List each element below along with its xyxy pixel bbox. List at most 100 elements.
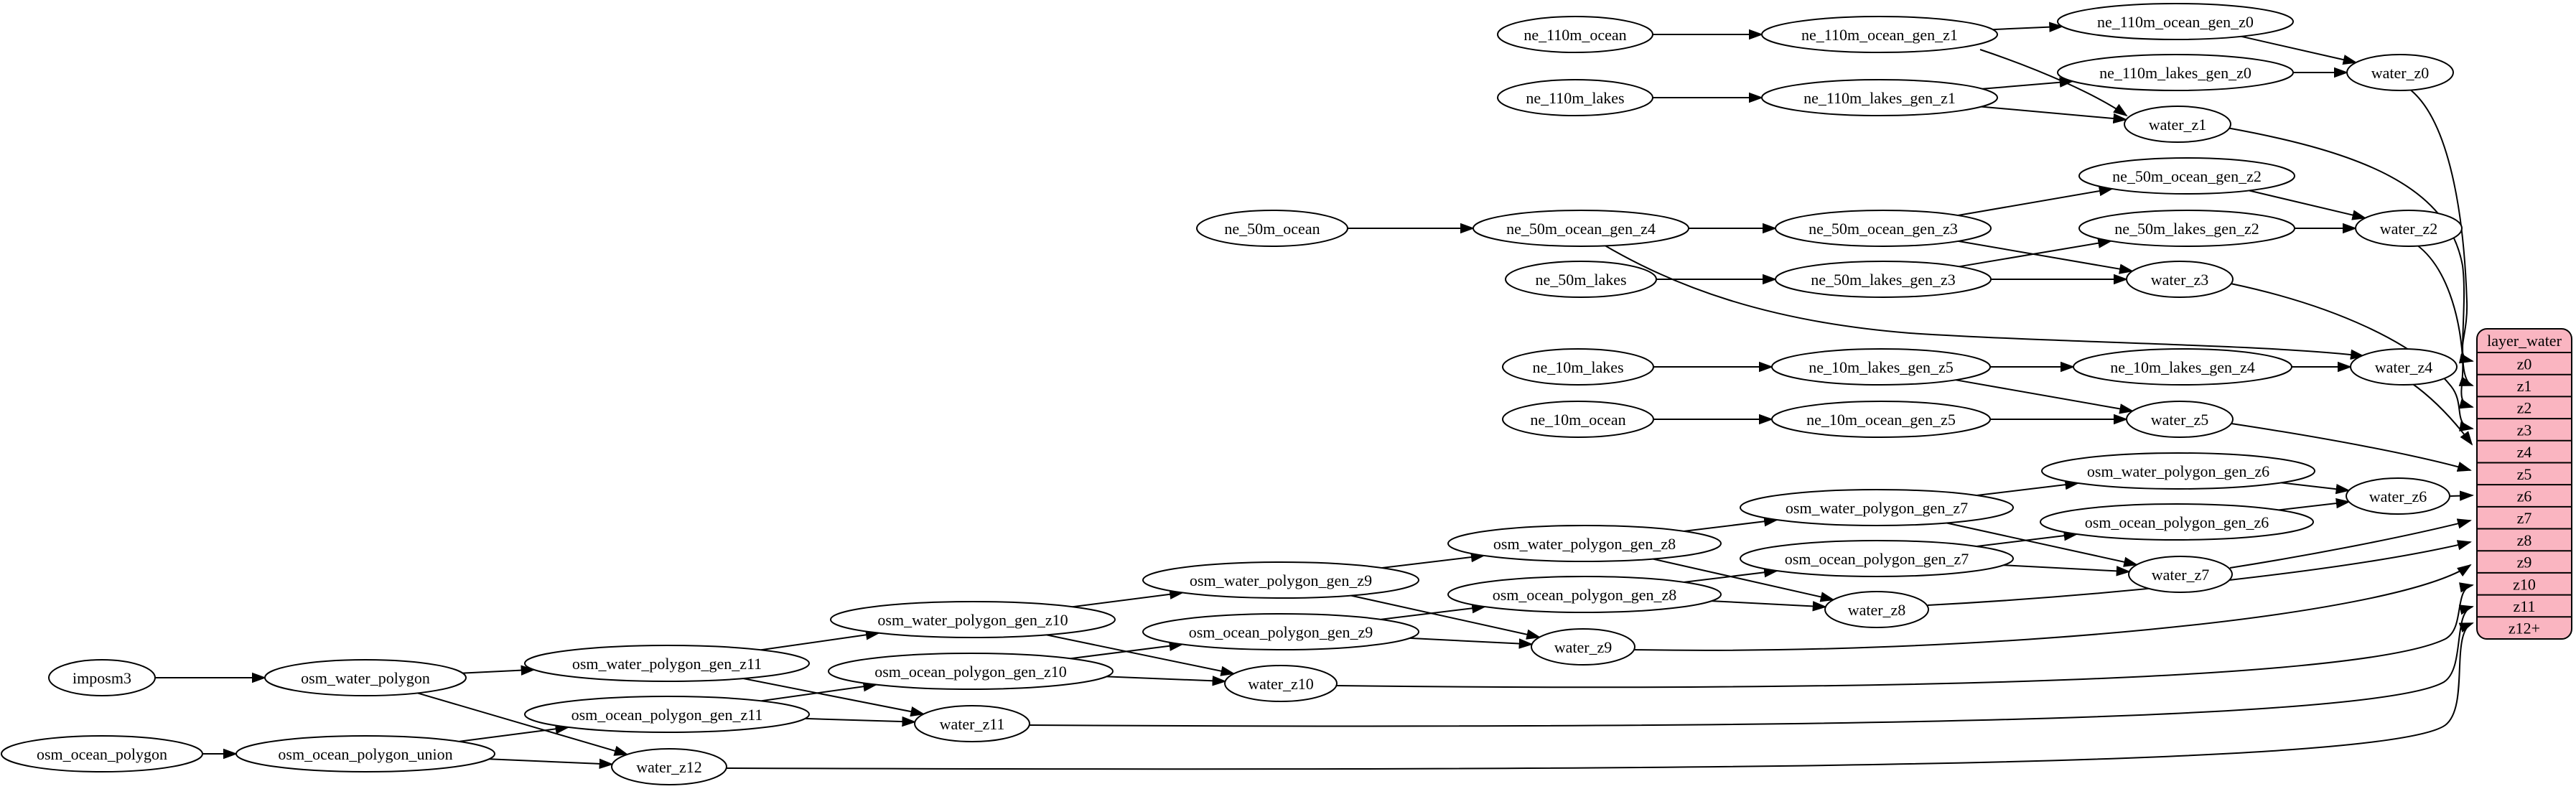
edge-osm_water_polygon-to-water_z12: [417, 692, 629, 756]
node-label-osm_ocean_polygon_union: osm_ocean_polygon_union: [278, 745, 452, 763]
table-row-z8: z8: [2517, 531, 2532, 549]
node-label-water_z9: water_z9: [1554, 638, 1613, 656]
edge-osm_ocean_polygon_gen_z10-to-water_z10: [1106, 676, 1227, 686]
graph-node-water_z1: water_z1: [2124, 106, 2231, 143]
edge-osm_ocean_polygon_gen_z8-to-water_z8: [1711, 600, 1827, 612]
node-label-osm_ocean_polygon_gen_z6: osm_ocean_polygon_gen_z6: [2085, 513, 2269, 531]
edge-osm_water_polygon-to-osm_water_polygon_gen_z11: [462, 665, 536, 676]
table-row-z6: z6: [2517, 487, 2532, 505]
node-shape-osm_water_polygon_gen_z11: [524, 645, 810, 682]
graph-node-osm_ocean_polygon_gen_z9: osm_ocean_polygon_gen_z9: [1142, 613, 1419, 650]
node-shape-water_z4: [2350, 348, 2458, 386]
node-label-ne_50m_ocean: ne_50m_ocean: [1224, 220, 1320, 238]
node-shape-ne_50m_lakes_gen_z3: [1775, 261, 1992, 298]
graph-node-water_z10: water_z10: [1224, 665, 1338, 702]
node-label-osm_ocean_polygon_gen_z9: osm_ocean_polygon_gen_z9: [1189, 623, 1373, 641]
edge-water_z5-to-row-z5: [2231, 423, 2472, 472]
node-label-ne_50m_lakes: ne_50m_lakes: [1535, 271, 1626, 289]
graph-node-osm_water_polygon_gen_z7: osm_water_polygon_gen_z7: [1740, 489, 2014, 526]
node-label-water_z8: water_z8: [1848, 601, 1906, 619]
node-label-water_z10: water_z10: [1248, 675, 1314, 693]
node-label-water_z4: water_z4: [2375, 358, 2433, 376]
node-label-osm_ocean_polygon: osm_ocean_polygon: [37, 745, 167, 763]
node-label-osm_water_polygon_gen_z8: osm_water_polygon_gen_z8: [1493, 535, 1676, 553]
node-shape-water_z1: [2124, 106, 2231, 143]
node-label-imposm3: imposm3: [73, 669, 131, 687]
node-label-ne_110m_lakes_gen_z1: ne_110m_lakes_gen_z1: [1803, 89, 1956, 107]
node-shape-osm_water_polygon_gen_z6: [2041, 452, 2315, 490]
node-label-water_z7: water_z7: [2152, 566, 2210, 584]
node-shape-ne_110m_ocean_gen_z0: [2057, 3, 2294, 40]
node-shape-osm_water_polygon_gen_z10: [830, 601, 1116, 638]
node-shape-ne_50m_ocean_gen_z4: [1473, 210, 1689, 247]
node-shape-ne_50m_ocean_gen_z2: [2078, 157, 2295, 195]
node-shape-osm_ocean_polygon_gen_z10: [828, 653, 1114, 690]
edges-layer: [155, 22, 2474, 770]
node-shape-water_z8: [1824, 591, 1929, 628]
node-label-ne_110m_lakes_gen_z0: ne_110m_lakes_gen_z0: [2099, 64, 2251, 82]
node-label-water_z2: water_z2: [2380, 220, 2438, 238]
node-label-osm_water_polygon_gen_z10: osm_water_polygon_gen_z10: [877, 611, 1068, 629]
node-label-water_z12: water_z12: [636, 758, 702, 776]
graph-node-ne_10m_lakes_gen_z4: ne_10m_lakes_gen_z4: [2073, 348, 2292, 386]
graph-node-osm_water_polygon: osm_water_polygon: [264, 659, 467, 696]
edge-osm_ocean_polygon_gen_z11-to-water_z11: [805, 716, 917, 727]
edge-water_z4-to-row-z4: [2410, 382, 2473, 446]
edge-osm_ocean_polygon_gen_z9-to-osm_ocean_polygon_gen_z8: [1381, 603, 1487, 620]
edge-ne_50m_ocean_gen_z4-to-water_z4: [1602, 243, 2365, 360]
table-row-z11: z11: [2514, 597, 2536, 615]
graph-node-water_z2: water_z2: [2355, 210, 2463, 247]
table-row-z9: z9: [2517, 554, 2532, 571]
node-label-ne_10m_ocean: ne_10m_ocean: [1530, 411, 1625, 429]
node-label-osm_ocean_polygon_gen_z11: osm_ocean_polygon_gen_z11: [571, 706, 763, 724]
node-shape-ne_110m_lakes_gen_z0: [2057, 54, 2294, 91]
node-shape-osm_ocean_polygon_gen_z9: [1142, 613, 1419, 650]
node-shape-water_z3: [2126, 261, 2234, 298]
node-label-ne_10m_ocean_gen_z5: ne_10m_ocean_gen_z5: [1806, 411, 1956, 429]
graph-node-ne_10m_ocean: ne_10m_ocean: [1502, 401, 1654, 438]
graph-node-ne_110m_ocean: ne_110m_ocean: [1497, 16, 1653, 53]
node-shape-water_z6: [2346, 477, 2450, 515]
graph-node-osm_water_polygon_gen_z11: osm_water_polygon_gen_z11: [524, 645, 810, 682]
edge-osm_ocean_polygon_gen_z6-to-water_z6: [2278, 498, 2351, 511]
node-label-osm_water_polygon_gen_z7: osm_water_polygon_gen_z7: [1786, 499, 1968, 517]
edge-osm_ocean_polygon_union-to-osm_ocean_polygon_gen_z11: [459, 724, 570, 742]
graph-node-ne_10m_lakes: ne_10m_lakes: [1502, 348, 1654, 386]
graph-node-ne_110m_ocean_gen_z1: ne_110m_ocean_gen_z1: [1761, 16, 1998, 53]
node-shape-water_z2: [2355, 210, 2463, 247]
node-label-ne_10m_lakes_gen_z4: ne_10m_lakes_gen_z4: [2110, 358, 2255, 376]
edge-osm_ocean_polygon_gen_z9-to-water_z9: [1409, 637, 1534, 649]
node-shape-ne_10m_ocean_gen_z5: [1771, 401, 1991, 438]
table-row-z0: z0: [2517, 355, 2532, 373]
edge-ne_110m_ocean_gen_z0-to-water_z0: [2241, 35, 2358, 65]
node-shape-osm_ocean_polygon_gen_z11: [524, 696, 810, 733]
graph-node-osm_ocean_polygon_gen_z6: osm_ocean_polygon_gen_z6: [2040, 503, 2314, 541]
node-shape-osm_ocean_polygon_union: [235, 735, 495, 772]
edge-ne_110m_lakes_gen_z1-to-water_z1: [1981, 106, 2128, 124]
table-row-z2: z2: [2517, 399, 2532, 417]
edge-ne_50m_ocean_gen_z2-to-water_z2: [2249, 190, 2367, 220]
node-label-water_z6: water_z6: [2369, 487, 2427, 505]
node-label-osm_ocean_polygon_gen_z10: osm_ocean_polygon_gen_z10: [874, 663, 1067, 681]
node-label-ne_50m_ocean_gen_z3: ne_50m_ocean_gen_z3: [1809, 220, 1958, 238]
node-shape-water_z12: [611, 748, 727, 785]
edge-water_z6-to-row-z6: [2450, 490, 2474, 501]
edge-osm_water_polygon_gen_z7-to-water_z7: [1946, 522, 2139, 567]
graph-node-osm_ocean_polygon_gen_z7: osm_ocean_polygon_gen_z7: [1740, 540, 2014, 577]
graph-node-ne_50m_ocean_gen_z3: ne_50m_ocean_gen_z3: [1775, 210, 1992, 247]
layer-water-table-box: [2476, 328, 2572, 640]
node-label-osm_water_polygon_gen_z11: osm_water_polygon_gen_z11: [572, 655, 762, 673]
graph-node-water_z5: water_z5: [2126, 401, 2234, 438]
graph-node-water_z12: water_z12: [611, 748, 727, 785]
edge-water_z9-to-row-z9: [1633, 564, 2472, 651]
edge-osm_ocean_polygon_gen_z7-to-osm_ocean_polygon_gen_z6: [1977, 531, 2078, 547]
graph-node-ne_10m_ocean_gen_z5: ne_10m_ocean_gen_z5: [1771, 401, 1991, 438]
edge-osm_ocean_polygon_gen_z7-to-water_z7: [2003, 564, 2131, 576]
node-shape-osm_water_polygon: [264, 659, 467, 696]
table-row-z5: z5: [2517, 465, 2532, 483]
node-shape-ne_50m_lakes: [1505, 261, 1657, 298]
table-row-z4: z4: [2517, 443, 2532, 461]
node-shape-ne_50m_lakes_gen_z2: [2078, 210, 2295, 247]
node-shape-osm_ocean_polygon_gen_z6: [2040, 503, 2314, 541]
node-label-water_z5: water_z5: [2151, 411, 2209, 429]
